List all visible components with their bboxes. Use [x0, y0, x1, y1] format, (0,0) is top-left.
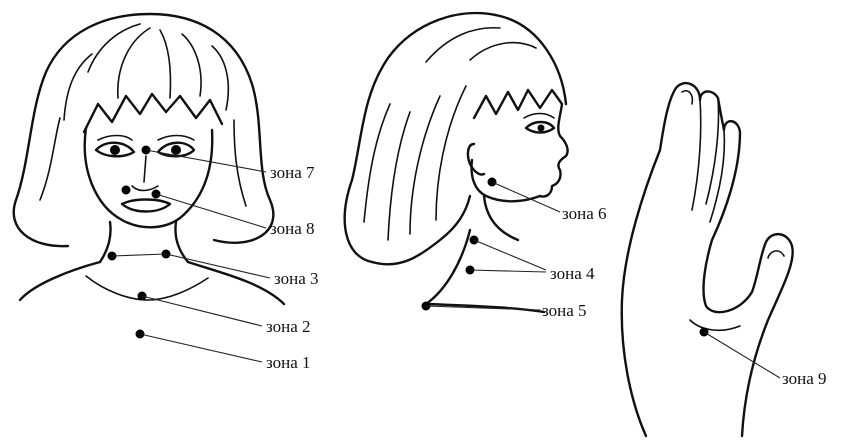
zone-7-label: зона 7 [270, 163, 315, 182]
front-girl-figure [14, 14, 284, 304]
zone-4-label: зона 4 [550, 264, 595, 283]
zone-6-label: зона 6 [562, 204, 607, 223]
zone-5-label: зона 5 [542, 301, 587, 320]
zone-7-marker: зона 7 [142, 146, 316, 183]
zone-1-label: зона 1 [266, 353, 311, 372]
zone-9-label: зона 9 [782, 369, 827, 388]
hand-figure [622, 83, 793, 436]
zone-2-label: зона 2 [266, 317, 311, 336]
zone-8-label: зона 8 [270, 219, 315, 238]
zone-3-label: зона 3 [274, 269, 319, 288]
profile-girl-figure [345, 13, 568, 312]
zone-4-marker: зона 4 [466, 236, 596, 284]
